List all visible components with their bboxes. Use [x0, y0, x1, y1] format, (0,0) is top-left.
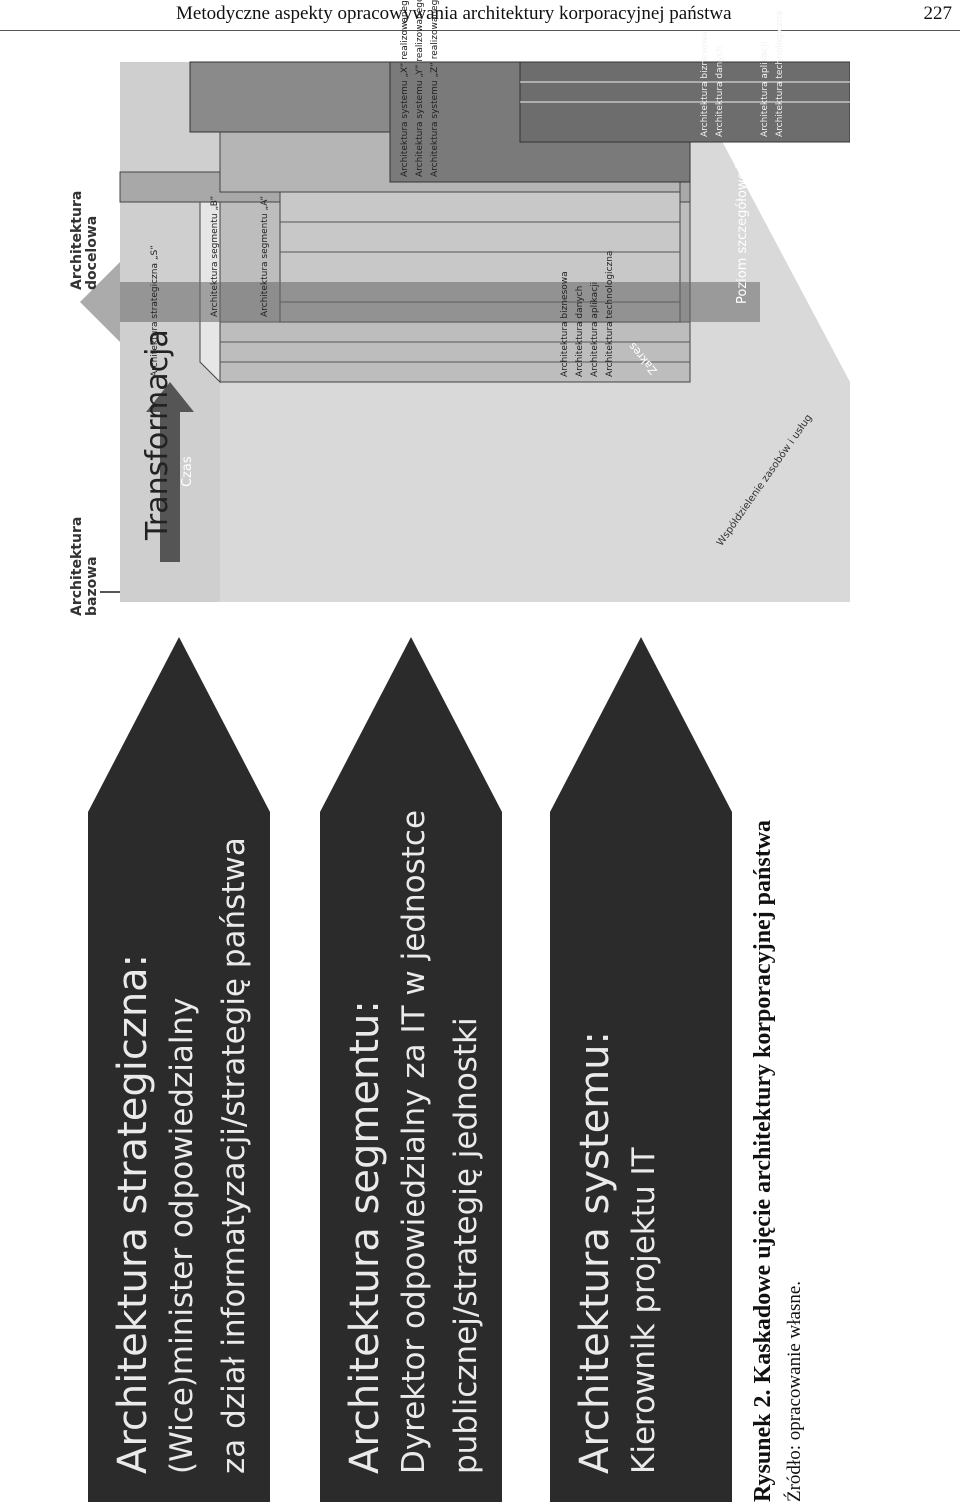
- segment-architecture-arrow: Architektura segmentu: Dyrektor odpowied…: [320, 637, 502, 1502]
- figure-caption: Rysunek 2. Kaskadowe ujęcie architektury…: [750, 819, 776, 1502]
- layer-label-business: Architektura biznesowa: [560, 271, 570, 377]
- figure: Architektura strategiczna: (Wice)ministe…: [60, 0, 851, 1502]
- strategic-architecture-arrow: Architektura strategiczna: (Wice)ministe…: [88, 637, 270, 1502]
- role-owner-line: publicznej/strategię jednostki: [448, 1017, 484, 1474]
- layer-label-application: Architektura aplikacji: [590, 281, 600, 377]
- role-title: Architektura systemu:: [572, 1031, 618, 1474]
- system-block-title: Architektura systemu „X” realizowanego w…: [400, 0, 410, 177]
- baseline-architecture-label: Architektura bazowa: [69, 516, 100, 616]
- role-title: Architektura segmentu:: [342, 1000, 388, 1474]
- detail-arrow: [80, 262, 760, 342]
- role-owner-line: za dział informatyzacji/strategię państw…: [216, 837, 252, 1474]
- strategic-block-title: Architektura strategiczna „S”: [150, 245, 160, 377]
- page-header: Metodyczne aspekty opracowywania archite…: [0, 0, 960, 31]
- cube-diagram-svg: [80, 61, 851, 602]
- figure-source: Źródło: opracowanie własne.: [784, 1280, 805, 1502]
- system-block-title: Architektura systemu „Z” realizowanego w…: [430, 0, 440, 177]
- architecture-cube-diagram: Architektura bazowa Transformacja Czas P…: [60, 0, 851, 622]
- time-arrow: [146, 382, 194, 562]
- target-architecture-label: Architektura docelowa: [69, 190, 100, 290]
- system-layer-label-technology: Architektura technologiczna: [775, 10, 785, 137]
- role-owner-line: (Wice)minister odpowiedzialny: [164, 997, 200, 1474]
- role-owner-line: Dyrektor odpowiedzialny za IT w jednostc…: [396, 809, 432, 1474]
- role-owner-line: Kierownik projektu IT: [626, 1147, 662, 1474]
- system-layer-label-data: Architektura danych: [715, 45, 725, 137]
- system-architecture-arrow: Architektura systemu: Kierownik projektu…: [550, 637, 732, 1502]
- role-title: Architektura strategiczna:: [110, 953, 156, 1474]
- system-block-title: Architektura systemu „Y” realizowanego w…: [415, 0, 425, 177]
- segment-block-title: Architektura segmentu „B”: [210, 195, 220, 317]
- system-layer-label-business: Architektura biznesowa: [700, 31, 710, 137]
- time-label: Czas: [180, 456, 195, 487]
- page-number: 227: [923, 3, 953, 24]
- system-layer-label-application: Architektura aplikacji: [760, 41, 770, 137]
- running-title: Metodyczne aspekty opracowywania archite…: [176, 3, 732, 24]
- segment-block-title: Architektura segmentu „A”: [260, 196, 270, 317]
- detail-level-label: Poziom szczegółowości: [735, 153, 750, 304]
- layer-label-data: Architektura danych: [575, 285, 585, 377]
- layer-label-technology: Architektura technologiczna: [605, 250, 615, 377]
